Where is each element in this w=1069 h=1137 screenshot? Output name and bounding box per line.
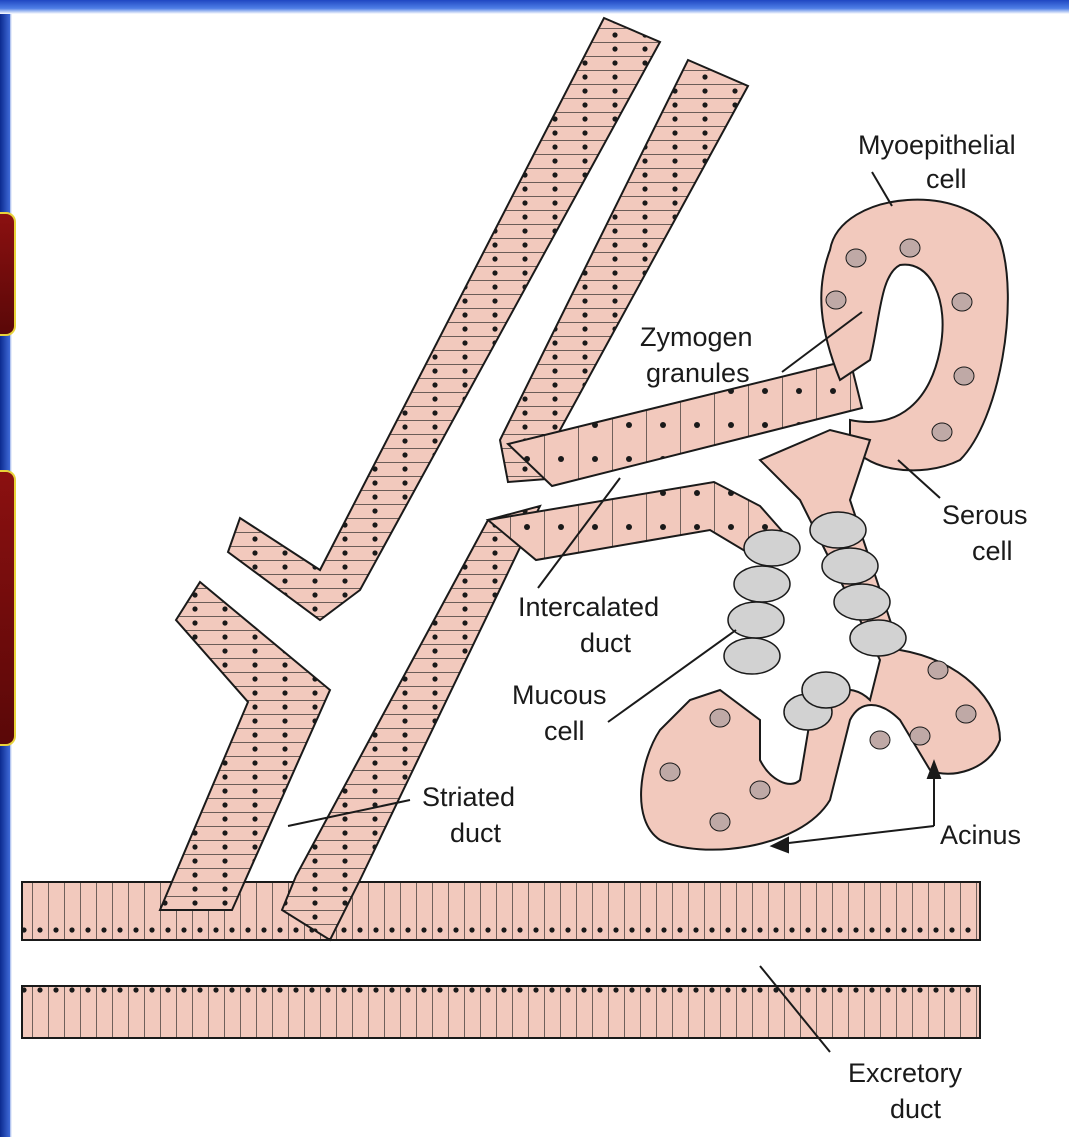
serous-acinus-upper bbox=[821, 200, 1008, 471]
label-acinus: Acinus bbox=[940, 820, 1021, 850]
label-mucous-line1: Mucous bbox=[512, 680, 607, 710]
label-serous-line1: Serous bbox=[942, 500, 1028, 530]
label-excretory-line1: Excretory bbox=[848, 1058, 963, 1088]
label-myoepithelial-line2: cell bbox=[926, 164, 967, 194]
label-striated-line1: Striated bbox=[422, 782, 515, 812]
label-myoepithelial-line1: Myoepithelial bbox=[858, 130, 1016, 160]
label-serous-line2: cell bbox=[972, 536, 1013, 566]
label-zymogen-line2: granules bbox=[646, 358, 750, 388]
label-intercalated-line1: Intercalated bbox=[518, 592, 659, 622]
label-excretory-line2: duct bbox=[890, 1094, 942, 1124]
label-zymogen-line1: Zymogen bbox=[640, 322, 753, 352]
label-striated-line2: duct bbox=[450, 818, 502, 848]
label-mucous-line2: cell bbox=[544, 716, 585, 746]
label-intercalated-line2: duct bbox=[580, 628, 632, 658]
